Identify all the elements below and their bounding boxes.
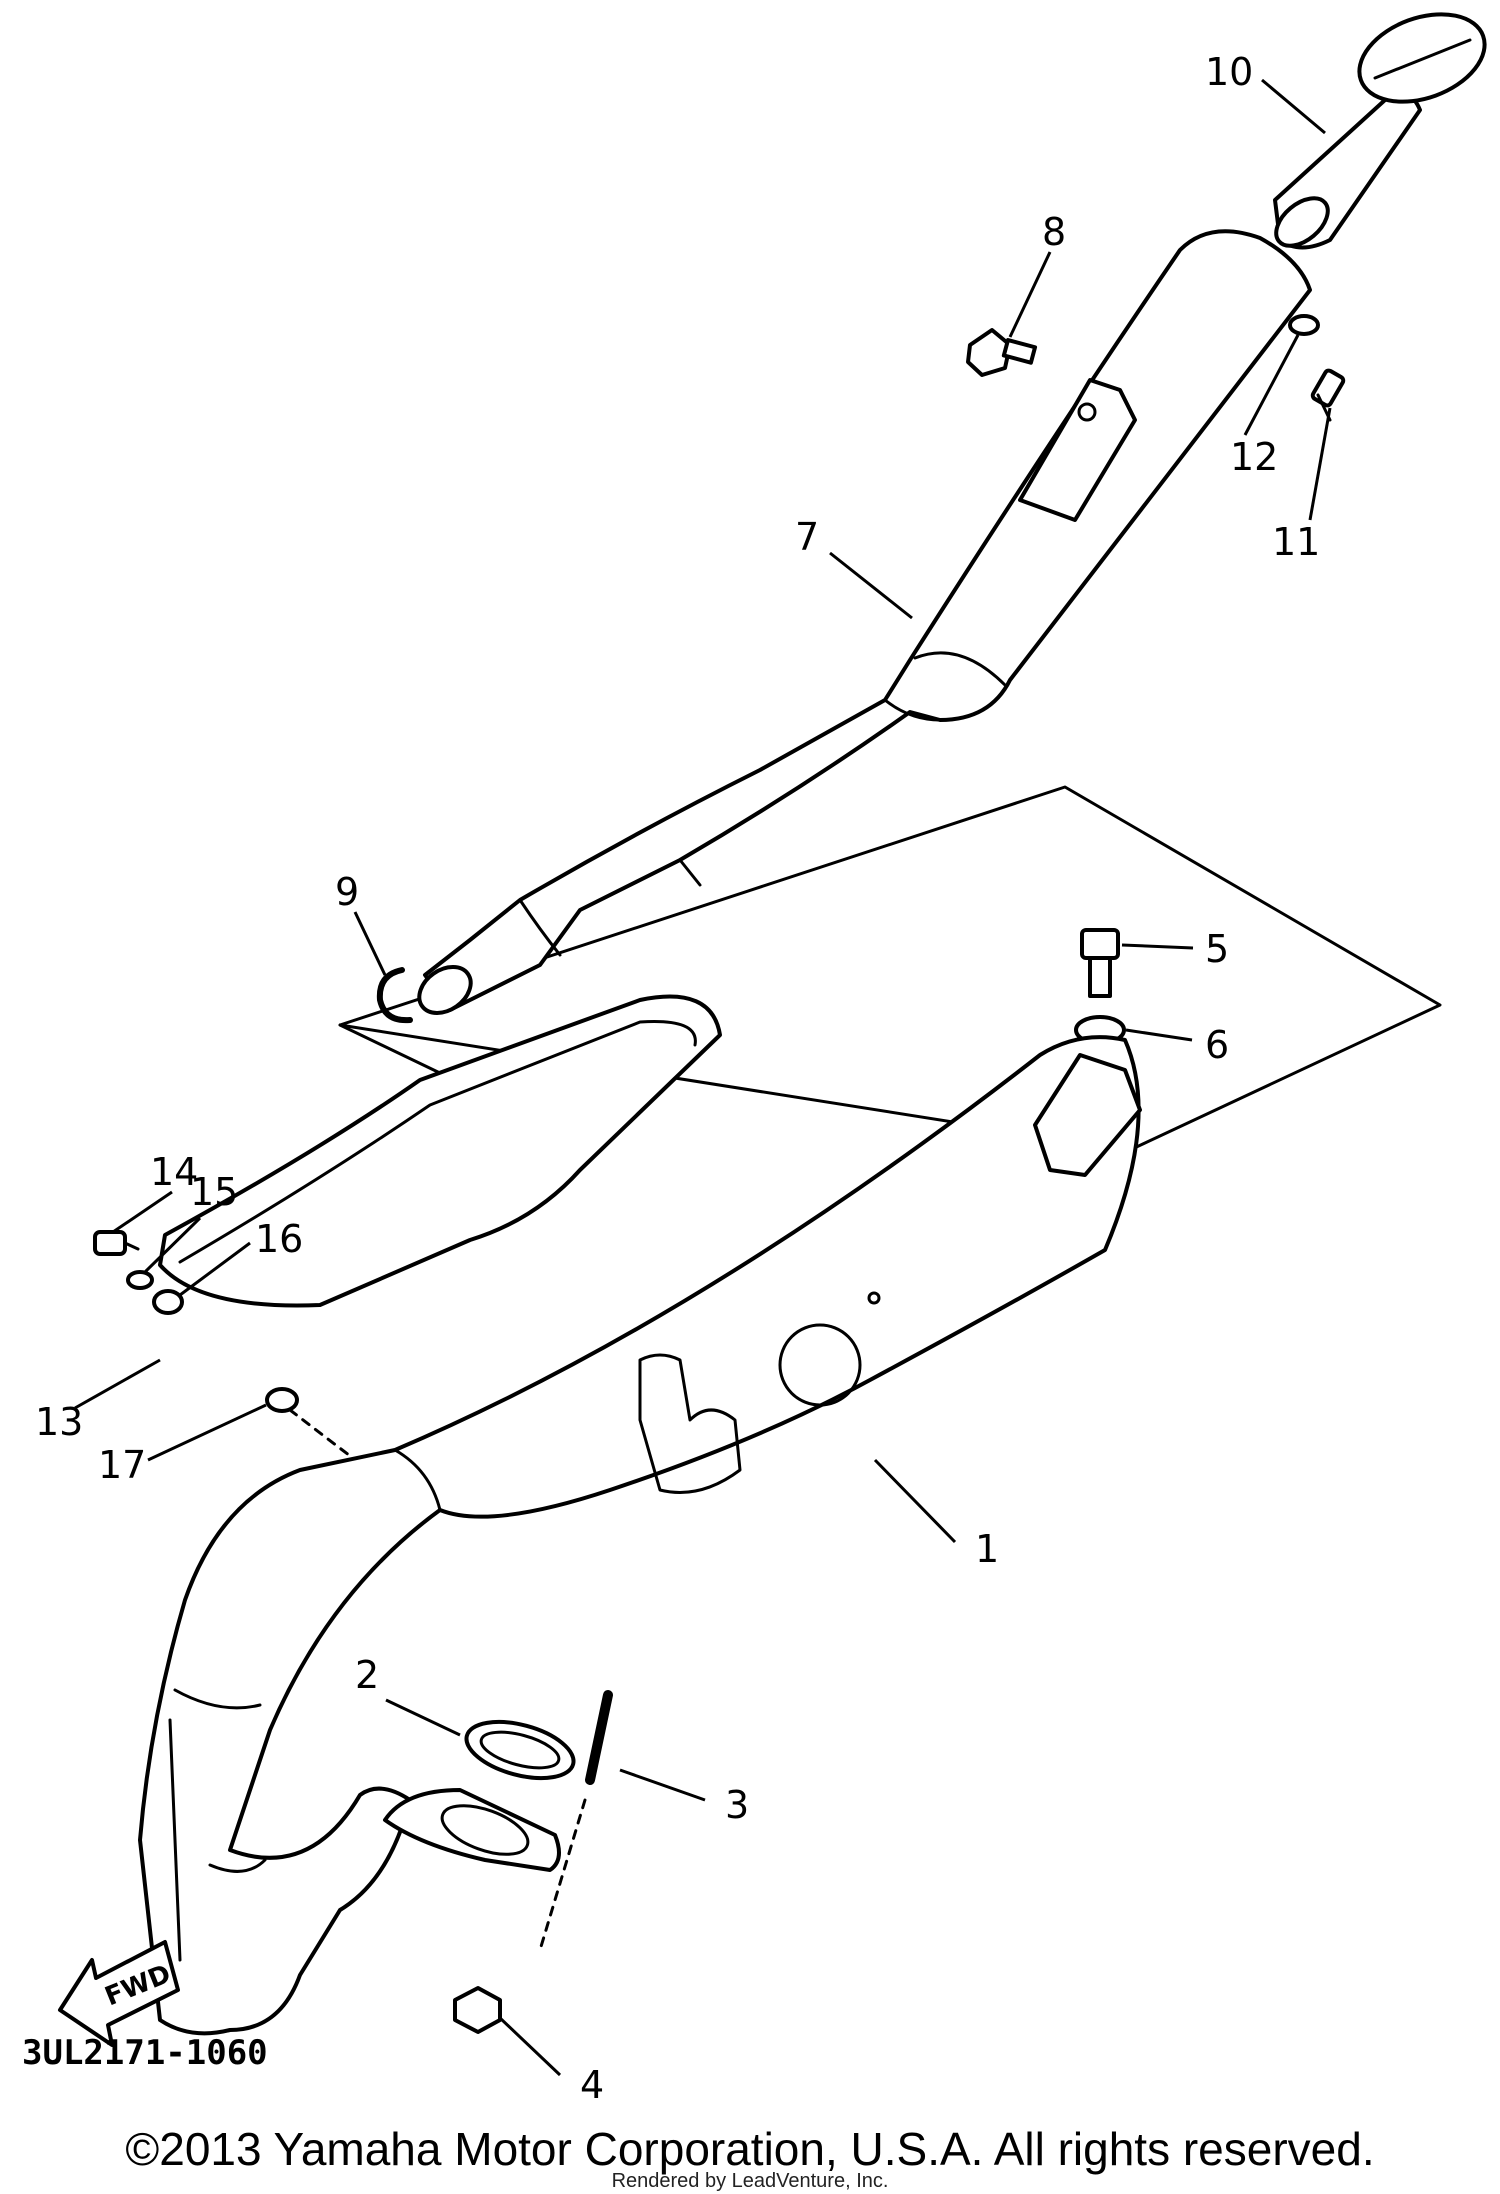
part-2-gasket — [464, 1719, 576, 1781]
part-14-bolt — [93, 1230, 140, 1256]
part-7-silencer — [417, 229, 1312, 1015]
copyright-notice: ©2013 Yamaha Motor Corporation, U.S.A. A… — [125, 2123, 1375, 2175]
callout-5: 5 — [1205, 927, 1229, 971]
callout-13: 13 — [35, 1400, 83, 1444]
callout-17: 17 — [98, 1443, 146, 1487]
callout-7: 7 — [795, 515, 819, 559]
drawing-code: 3UL2171-1060 — [22, 2033, 268, 2073]
part-10-end-cap — [1273, 12, 1487, 250]
callout-14: 14 — [150, 1150, 198, 1194]
callouts: 1 2 3 4 5 6 7 8 9 10 11 12 13 14 15 16 1… — [35, 50, 1320, 2107]
part-16-collar — [152, 1289, 184, 1315]
part-1-exhaust-pipe — [138, 1035, 1142, 2036]
part-17-grommet — [265, 1387, 299, 1413]
part-8-bolt — [966, 328, 1038, 377]
part-4-nut — [453, 1986, 502, 2034]
subassembly-outline — [338, 785, 1442, 1152]
part-3-stud — [538, 1690, 613, 1952]
callout-2: 2 — [355, 1653, 379, 1697]
callout-9: 9 — [335, 870, 359, 914]
part-13-heat-protector — [158, 994, 722, 1308]
callout-16: 16 — [255, 1217, 303, 1261]
callout-1: 1 — [975, 1527, 999, 1571]
callout-12: 12 — [1230, 435, 1278, 479]
callout-15: 15 — [190, 1170, 238, 1214]
fwd-arrow: FWD — [58, 1940, 180, 2047]
rendered-by-credit: Rendered by LeadVenture, Inc. — [611, 2170, 889, 2192]
leader-lines — [74, 78, 1332, 2077]
part-15-washer — [126, 1270, 154, 1290]
callout-3: 3 — [725, 1783, 749, 1827]
callout-10: 10 — [1205, 50, 1253, 94]
callout-6: 6 — [1205, 1023, 1229, 1067]
part-12-washer — [1288, 314, 1320, 336]
callout-11: 11 — [1272, 520, 1320, 564]
part-5-bolt — [1080, 928, 1120, 998]
callout-4: 4 — [580, 2063, 604, 2107]
part-9-clip — [376, 967, 413, 1024]
callout-8: 8 — [1042, 210, 1066, 254]
